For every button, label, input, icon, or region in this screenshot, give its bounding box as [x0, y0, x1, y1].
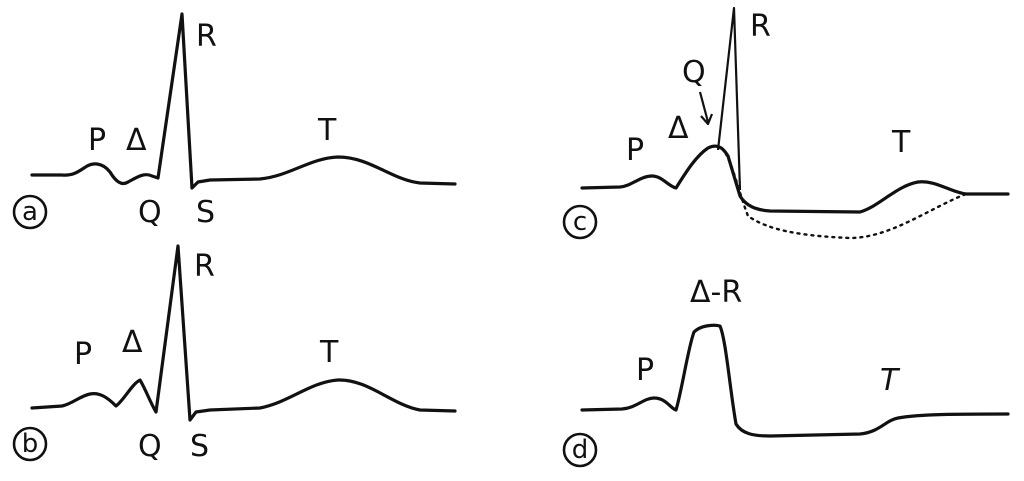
- ecg-trace-c: [580, 144, 1010, 214]
- label-p-b: P: [74, 337, 92, 372]
- label-t-c: T: [891, 125, 911, 160]
- panel-tag-circle-d: [562, 432, 598, 468]
- label-delta-b: Δ: [122, 325, 143, 360]
- panel-d: P Δ-R T d: [562, 275, 1010, 468]
- label-t-a: T: [317, 113, 337, 148]
- label-p-d: P: [636, 353, 654, 388]
- panel-tag-a: a: [22, 197, 38, 227]
- label-r-a: R: [196, 19, 217, 54]
- q-arrowhead-c: [700, 113, 714, 126]
- panel-a: P Δ Q R S T a: [12, 12, 457, 230]
- panel-tag-circle-a: [12, 194, 48, 230]
- label-p-c: P: [626, 133, 644, 168]
- dotted-trace-c: [720, 146, 968, 240]
- r-spike-c: [716, 6, 742, 191]
- label-s-a: S: [196, 195, 215, 230]
- panel-tag-circle-c: [562, 204, 598, 240]
- label-q-a: Q: [138, 195, 162, 230]
- label-delta-a: Δ: [126, 123, 147, 158]
- label-delta-r-d: Δ-R: [690, 275, 742, 310]
- panel-tag-circle-b: [12, 426, 48, 462]
- label-q-b: Q: [138, 429, 162, 464]
- panel-tag-d: d: [572, 435, 589, 465]
- panel-b: P Δ Q R S T b: [12, 244, 457, 464]
- panel-c: P Δ Q R T c: [562, 6, 1010, 240]
- panel-tag-c: c: [573, 207, 587, 237]
- q-arrow-c: [698, 91, 710, 123]
- label-t-d: T: [880, 363, 901, 398]
- label-r-b: R: [194, 249, 215, 284]
- label-s-b: S: [190, 429, 209, 464]
- label-delta-c: Δ: [668, 111, 689, 146]
- ecg-trace-b: [30, 244, 457, 422]
- ecg-trace-d: [580, 323, 1010, 438]
- ecg-trace-a: [30, 12, 457, 190]
- label-r-c: R: [750, 9, 771, 44]
- label-p-a: P: [88, 123, 106, 158]
- panel-tag-b: b: [22, 429, 39, 459]
- label-t-b: T: [319, 335, 339, 370]
- label-q-c: Q: [682, 55, 706, 90]
